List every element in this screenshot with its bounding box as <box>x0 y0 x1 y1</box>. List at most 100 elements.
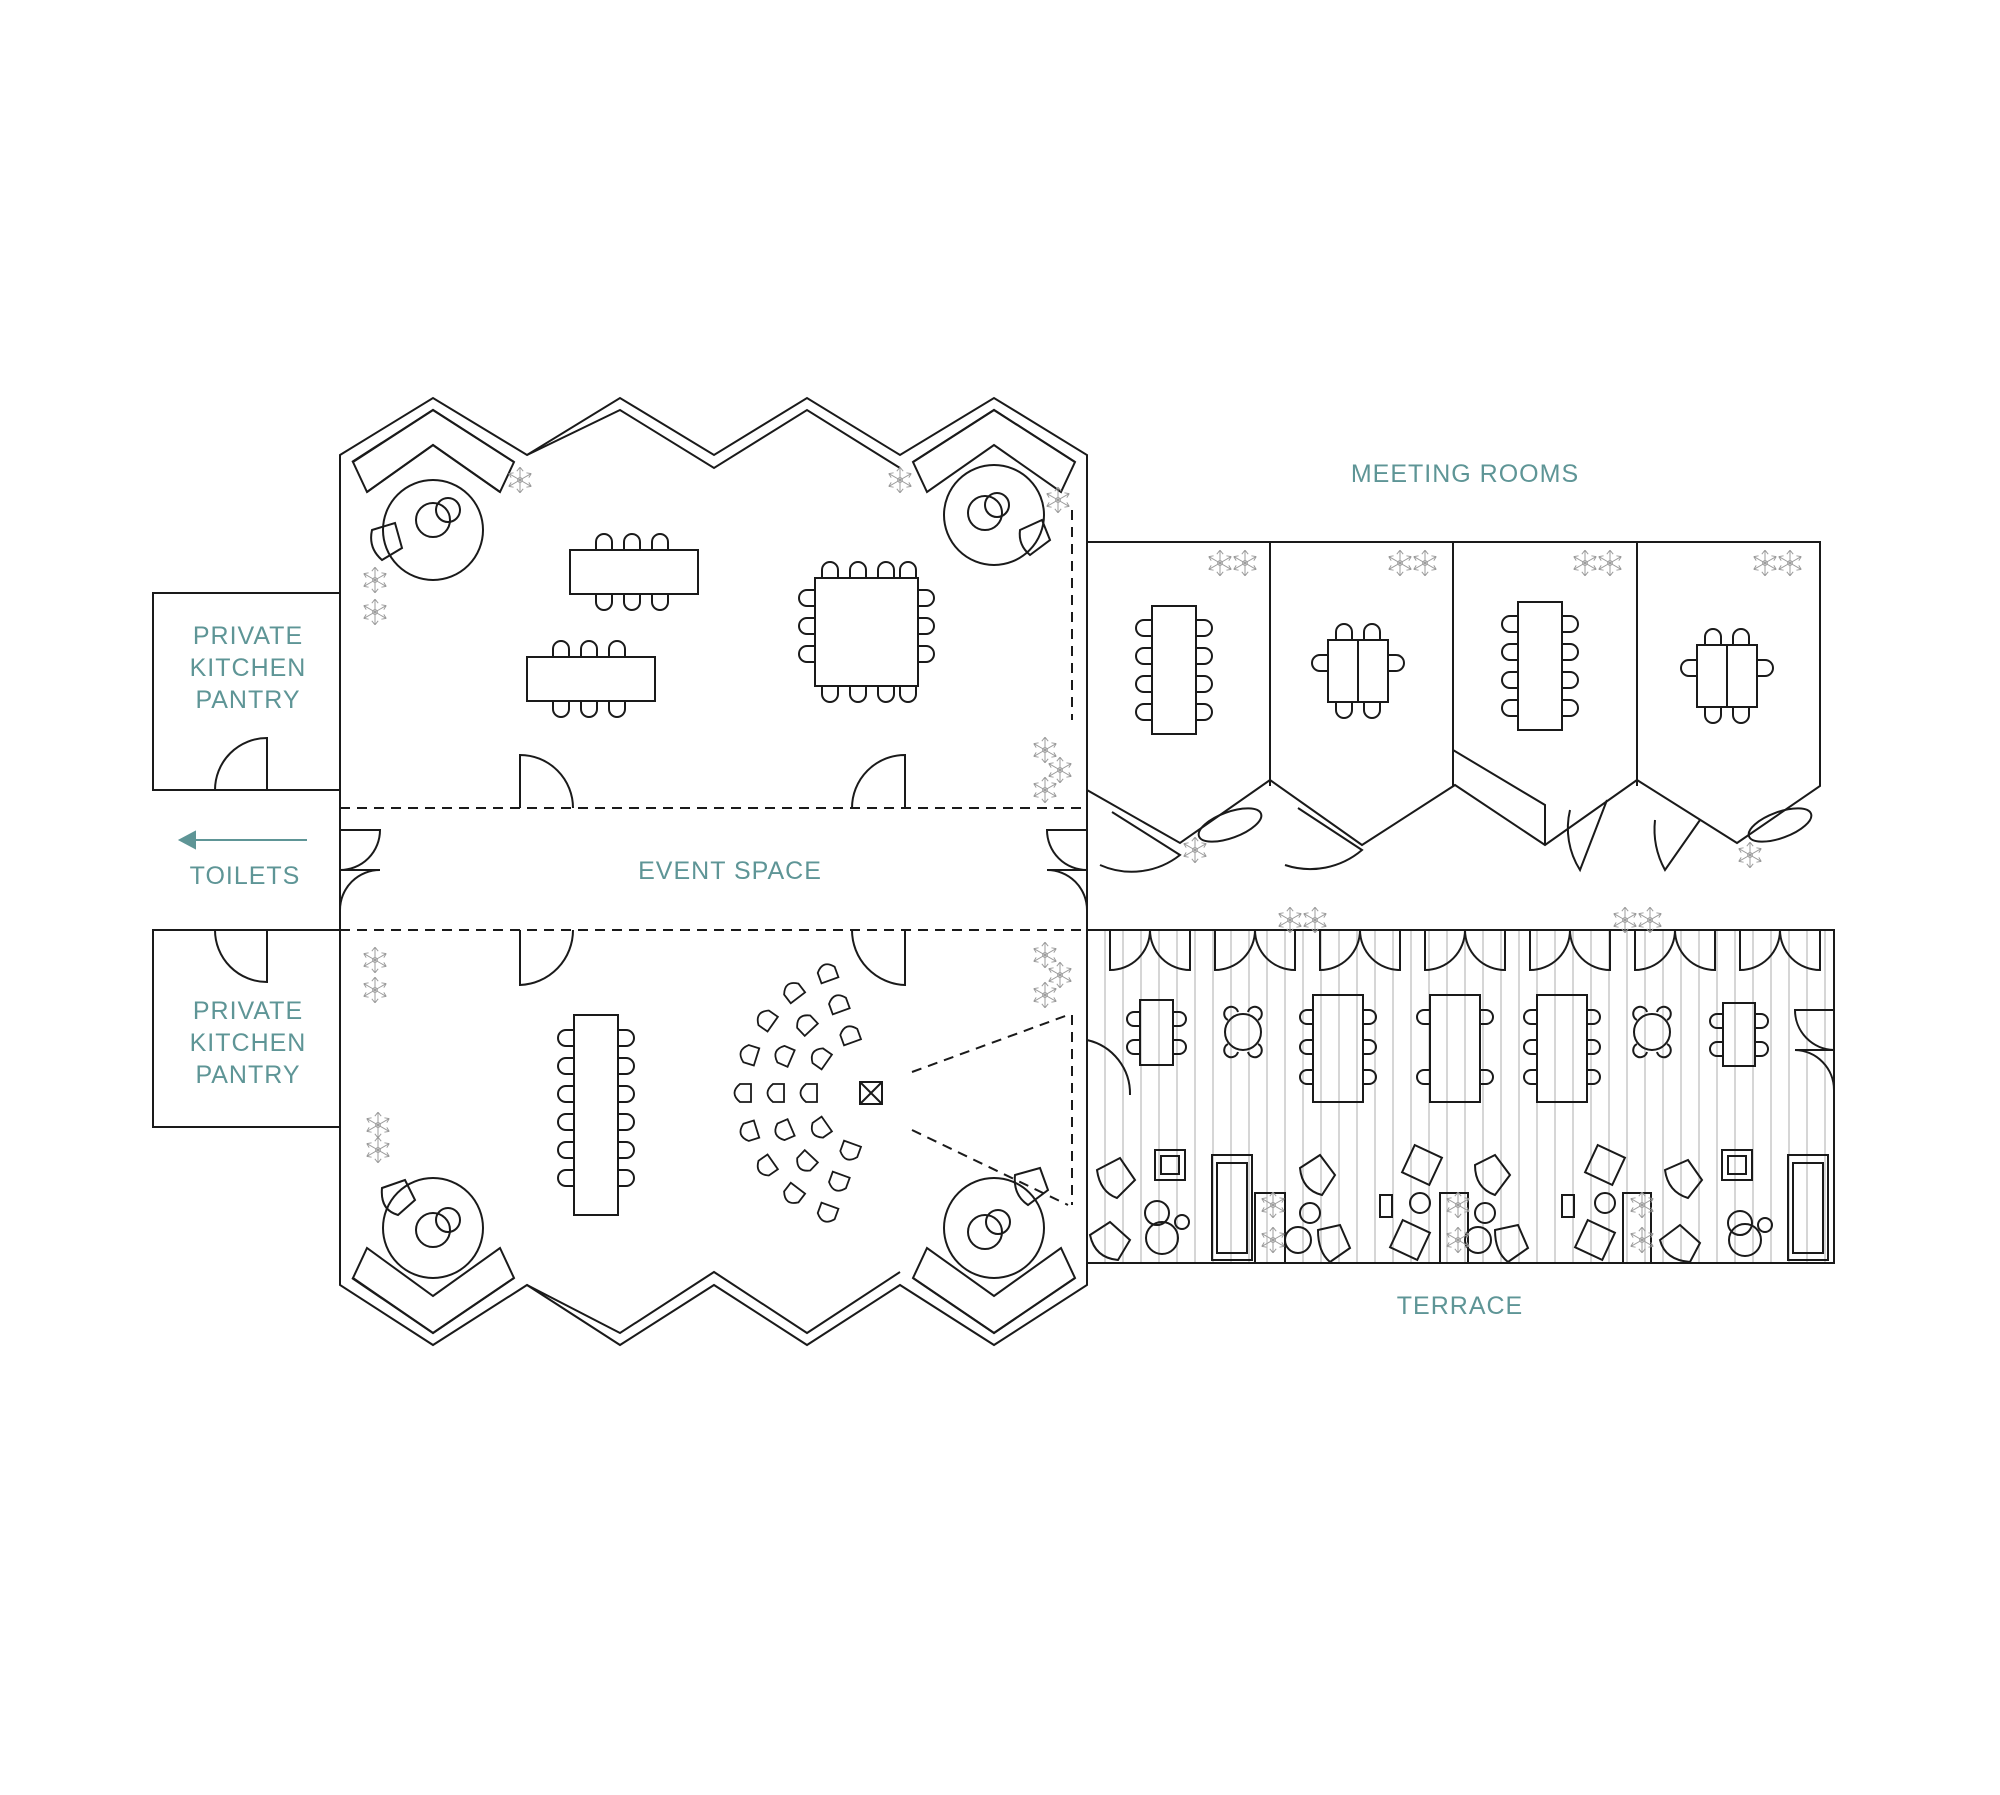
plant-icon <box>1033 981 1057 1009</box>
door-icon <box>851 929 906 987</box>
sofa-icon <box>1787 1154 1829 1261</box>
plant-icon <box>1446 1191 1470 1219</box>
plant-icon <box>1303 906 1327 934</box>
label-kitchen-top-line-1: PRIVATE <box>192 622 304 650</box>
table-icon <box>526 656 656 702</box>
table-icon <box>1151 605 1197 735</box>
plant-icon <box>1046 486 1070 514</box>
chair-icon <box>796 1148 820 1172</box>
podium <box>859 1081 883 1105</box>
chair-icon <box>1095 1156 1137 1200</box>
chair-icon <box>799 1083 818 1103</box>
table-icon <box>1429 994 1481 1103</box>
plant-icon <box>1048 961 1072 989</box>
sofa-icon <box>1211 1154 1253 1261</box>
chair-icon <box>733 1083 752 1103</box>
table-icon <box>1139 999 1174 1066</box>
theater-seating <box>733 963 863 1223</box>
door-icon <box>1529 929 1611 972</box>
chair-icon <box>370 521 404 562</box>
plant-icon <box>1233 549 1257 577</box>
chair-icon <box>839 1139 863 1161</box>
door-icon <box>1653 819 1701 872</box>
plant-icon <box>1753 549 1777 577</box>
plant-icon <box>888 466 912 494</box>
door-icon <box>1109 929 1191 972</box>
chair-icon <box>1013 1166 1050 1207</box>
chair-icon <box>739 1044 761 1067</box>
table-icon <box>814 577 919 687</box>
plant-icon <box>1033 736 1057 764</box>
door-icon <box>214 929 268 984</box>
plant-icon <box>366 1136 390 1164</box>
chair-icon <box>739 1119 761 1142</box>
door-icon <box>519 753 574 809</box>
chair-icon <box>774 1044 796 1068</box>
chair-icon <box>1473 1153 1512 1197</box>
plant-icon <box>1738 841 1762 869</box>
plant-icon <box>1630 1191 1654 1219</box>
plant-icon <box>1033 941 1057 969</box>
label-toilets: TOILETS <box>189 862 301 890</box>
plant-icon <box>363 976 387 1004</box>
chair-icon <box>1493 1223 1530 1264</box>
label-kitchen-top-line-3: PANTRY <box>195 686 301 714</box>
plant-icon <box>1208 549 1232 577</box>
door-icon <box>339 829 382 911</box>
table-icon <box>1722 1002 1756 1067</box>
chair-icon <box>380 1178 417 1217</box>
kitchen-top <box>152 592 341 791</box>
door-icon <box>214 736 268 791</box>
plant-icon <box>1778 549 1802 577</box>
table-icon <box>1312 994 1364 1103</box>
chair-icon <box>756 1009 780 1033</box>
plant-icon <box>508 466 532 494</box>
plant-icon <box>1638 906 1662 934</box>
chair-icon <box>839 1025 863 1047</box>
door-icon <box>851 753 906 809</box>
meeting-rooms-wall <box>1086 541 1821 847</box>
corner-sofa <box>351 408 516 494</box>
chair-icon <box>1663 1158 1704 1200</box>
label-event-space: EVENT SPACE <box>638 857 822 885</box>
door-icon <box>1284 807 1364 870</box>
door-icon <box>519 929 574 987</box>
label-terrace: TERRACE <box>1396 1292 1524 1320</box>
plant-icon <box>363 946 387 974</box>
plant-icon <box>1033 776 1057 804</box>
door-icon <box>1739 929 1821 972</box>
table-icon <box>1517 601 1563 731</box>
plant-icon <box>1388 549 1412 577</box>
table-icon <box>1536 994 1588 1103</box>
plant-icon <box>1261 1226 1285 1254</box>
door-icon <box>1634 929 1716 972</box>
label-kitchen-bottom-line-3: PANTRY <box>195 1061 301 1089</box>
door-icon <box>1319 929 1401 972</box>
chair-icon <box>1088 1220 1132 1262</box>
chair-icon <box>816 963 840 985</box>
plant-icon <box>1278 906 1302 934</box>
plant-icon <box>1048 756 1072 784</box>
plant-icon <box>363 566 387 594</box>
label-kitchen-top: PRIVATE KITCHEN PANTRY <box>163 620 333 716</box>
plant-icon <box>1573 549 1597 577</box>
chair-icon <box>810 1047 834 1071</box>
chair-icon <box>1316 1223 1352 1264</box>
plant-icon <box>1613 906 1637 934</box>
plant-icon <box>1261 1191 1285 1219</box>
door-icon <box>1566 799 1608 873</box>
chair-icon <box>828 994 851 1016</box>
plant-icon <box>1598 549 1622 577</box>
chair-icon <box>766 1083 785 1103</box>
door-icon <box>1045 829 1088 911</box>
label-kitchen-bottom-line-2: KITCHEN <box>189 1029 307 1057</box>
chair-icon <box>1018 518 1052 557</box>
table-icon <box>573 1014 619 1216</box>
label-kitchen-bottom: PRIVATE KITCHEN PANTRY <box>163 995 333 1091</box>
plant-icon <box>1630 1226 1654 1254</box>
chair-icon <box>828 1170 851 1192</box>
label-meeting-rooms: MEETING ROOMS <box>1350 460 1580 488</box>
table-icon <box>569 549 699 595</box>
kitchen-bottom <box>152 929 341 1128</box>
chair-icon <box>756 1153 780 1177</box>
